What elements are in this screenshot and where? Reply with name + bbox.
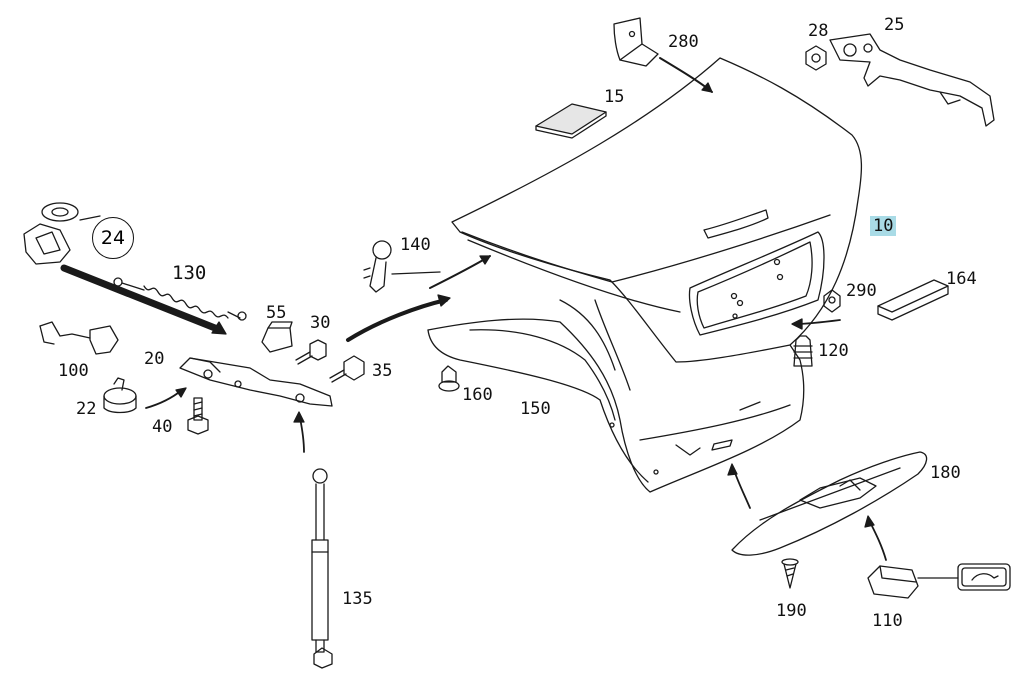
arrow-135 — [299, 417, 305, 453]
arrow-180 — [733, 469, 751, 509]
part-label-25[interactable]: 25 — [884, 15, 905, 35]
bolt-30 — [295, 339, 327, 365]
part-label-20[interactable]: 20 — [144, 349, 165, 369]
pad-164 — [877, 279, 949, 313]
part-label-130[interactable]: 130 — [172, 262, 207, 284]
screw-40 — [187, 397, 209, 435]
arrow-30 — [346, 298, 448, 342]
part-label-35[interactable]: 35 — [372, 361, 393, 381]
part-label-180[interactable]: 180 — [930, 463, 961, 483]
bolt-35 — [329, 355, 365, 383]
part-label-160[interactable]: 160 — [462, 385, 493, 405]
switch-symbol-box — [957, 563, 1011, 591]
part-label-290[interactable]: 290 — [846, 281, 877, 301]
nut-28 — [805, 45, 827, 71]
hinge-cap-24 — [23, 202, 101, 265]
part-label-150[interactable]: 150 — [520, 399, 551, 419]
lamp-180 — [731, 451, 928, 556]
arrow-110 — [869, 521, 887, 561]
part-label-140[interactable]: 140 — [400, 235, 431, 255]
nut-290 — [823, 289, 841, 313]
part-label-100[interactable]: 100 — [58, 361, 89, 381]
part-label-55[interactable]: 55 — [266, 303, 287, 323]
sensor-100 — [39, 321, 119, 355]
part-label-280[interactable]: 280 — [668, 32, 699, 52]
arrow-24 — [60, 264, 224, 334]
hinge-20 — [179, 357, 333, 407]
part-label-135[interactable]: 135 — [342, 589, 373, 609]
part-label-15[interactable]: 15 — [604, 87, 625, 107]
trunk-lid — [451, 57, 863, 363]
part-label-40[interactable]: 40 — [152, 417, 173, 437]
screw-190 — [781, 558, 799, 589]
part-label-24[interactable]: 24 — [92, 217, 134, 259]
key-140 — [363, 240, 441, 293]
bumper-120 — [793, 335, 813, 367]
part-label-30[interactable]: 30 — [310, 313, 331, 333]
block-55 — [261, 327, 293, 353]
part-label-28[interactable]: 28 — [808, 21, 829, 41]
lock-25 — [829, 33, 995, 127]
arrow-22 — [145, 389, 183, 409]
part-label-22[interactable]: 22 — [76, 399, 97, 419]
part-label-164[interactable]: 164 — [946, 269, 977, 289]
spring-130 — [113, 277, 247, 321]
pad-15 — [535, 103, 607, 135]
clip-280 — [613, 17, 659, 67]
part-label-110[interactable]: 110 — [872, 611, 903, 631]
strut-135 — [311, 468, 333, 669]
switch-110 — [867, 565, 919, 599]
lining-panel — [427, 299, 805, 493]
part-label-120[interactable]: 120 — [818, 341, 849, 361]
grommet-22 — [103, 377, 137, 414]
part-label-190[interactable]: 190 — [776, 601, 807, 621]
part-label-10[interactable]: 10 — [870, 216, 897, 236]
clip-160 — [438, 365, 460, 392]
